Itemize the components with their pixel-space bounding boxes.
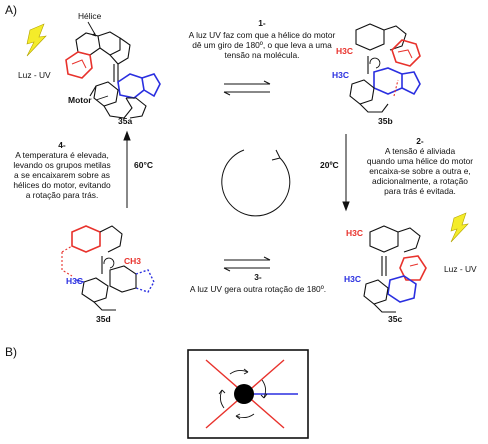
step1-number: 1- <box>258 18 266 28</box>
luz-uv-right-label: Luz - UV <box>444 264 477 274</box>
section-a-label: A) <box>5 3 17 17</box>
helice-label: Hélice <box>78 11 102 21</box>
cycle-arrow-icon <box>221 149 291 217</box>
step2-line-3: encaixa-se sobre a outra e, <box>369 166 471 176</box>
step4-line-3: a se encaixarem sobre as <box>14 170 110 180</box>
motor-schematic <box>187 349 309 439</box>
temp-left-label: 60°C <box>134 160 153 170</box>
step3-number: 3- <box>254 272 262 282</box>
step4-line-1: A temperatura é elevada, <box>15 150 109 160</box>
step3-line-1: A luz UV gera outra rotação de 180º. <box>190 284 326 294</box>
compound-35b-label: 35b <box>378 116 393 126</box>
step4-line-4: hélices do motor, evitando <box>13 180 111 190</box>
compound-35a-label: 35a <box>118 116 132 126</box>
step2-line-5: para trás é evitada. <box>384 186 456 196</box>
step2-line-1: A tensão é aliviada <box>385 146 456 156</box>
methyl-35b-lower: H3C <box>332 70 349 80</box>
methyl-35c-upper: H3C <box>346 228 363 238</box>
compound-35c-label: 35c <box>388 314 402 324</box>
step4-line-2: levando os grupos metilas <box>13 160 110 170</box>
methyl-35d-upper: CH3 <box>124 256 141 266</box>
methyl-35d-lower: H3C <box>66 276 83 286</box>
arrow-down-right <box>342 134 350 212</box>
step1-line-3: tensão na molécula. <box>225 50 300 60</box>
molecule-35c <box>363 225 427 313</box>
section-b-label: B) <box>5 345 17 359</box>
motor-label: Motor <box>68 95 92 105</box>
temp-right-label: 20ºC <box>320 160 339 170</box>
molecule-35b <box>349 23 421 113</box>
step2-line-4: adicionalmente, a rotação <box>372 176 468 186</box>
molecule-35d <box>61 225 155 311</box>
step2-line-2: quando uma hélice do motor <box>367 156 473 166</box>
lightning-right-icon <box>450 212 469 243</box>
lightning-left-icon <box>26 23 47 57</box>
molecule-35a: Hélice <box>65 11 161 119</box>
step1-line-1: A luz UV faz com que a hélice do motor <box>189 30 336 40</box>
step4-line-5: a rotação para trás. <box>26 190 99 200</box>
arrow-up-left <box>123 130 131 208</box>
step2-number: 2- <box>416 136 424 146</box>
step1-line-2: dê um giro de 180º, o que leva a uma <box>192 40 332 50</box>
equilibrium-arrow-top <box>223 80 271 96</box>
methyl-35c-lower: H3C <box>344 274 361 284</box>
equilibrium-arrow-bottom <box>223 256 271 272</box>
methyl-35b-upper: H3C <box>336 46 353 56</box>
luz-uv-left-label: Luz - UV <box>18 70 51 80</box>
step4-number: 4- <box>58 140 66 150</box>
compound-35d-label: 35d <box>96 314 111 324</box>
